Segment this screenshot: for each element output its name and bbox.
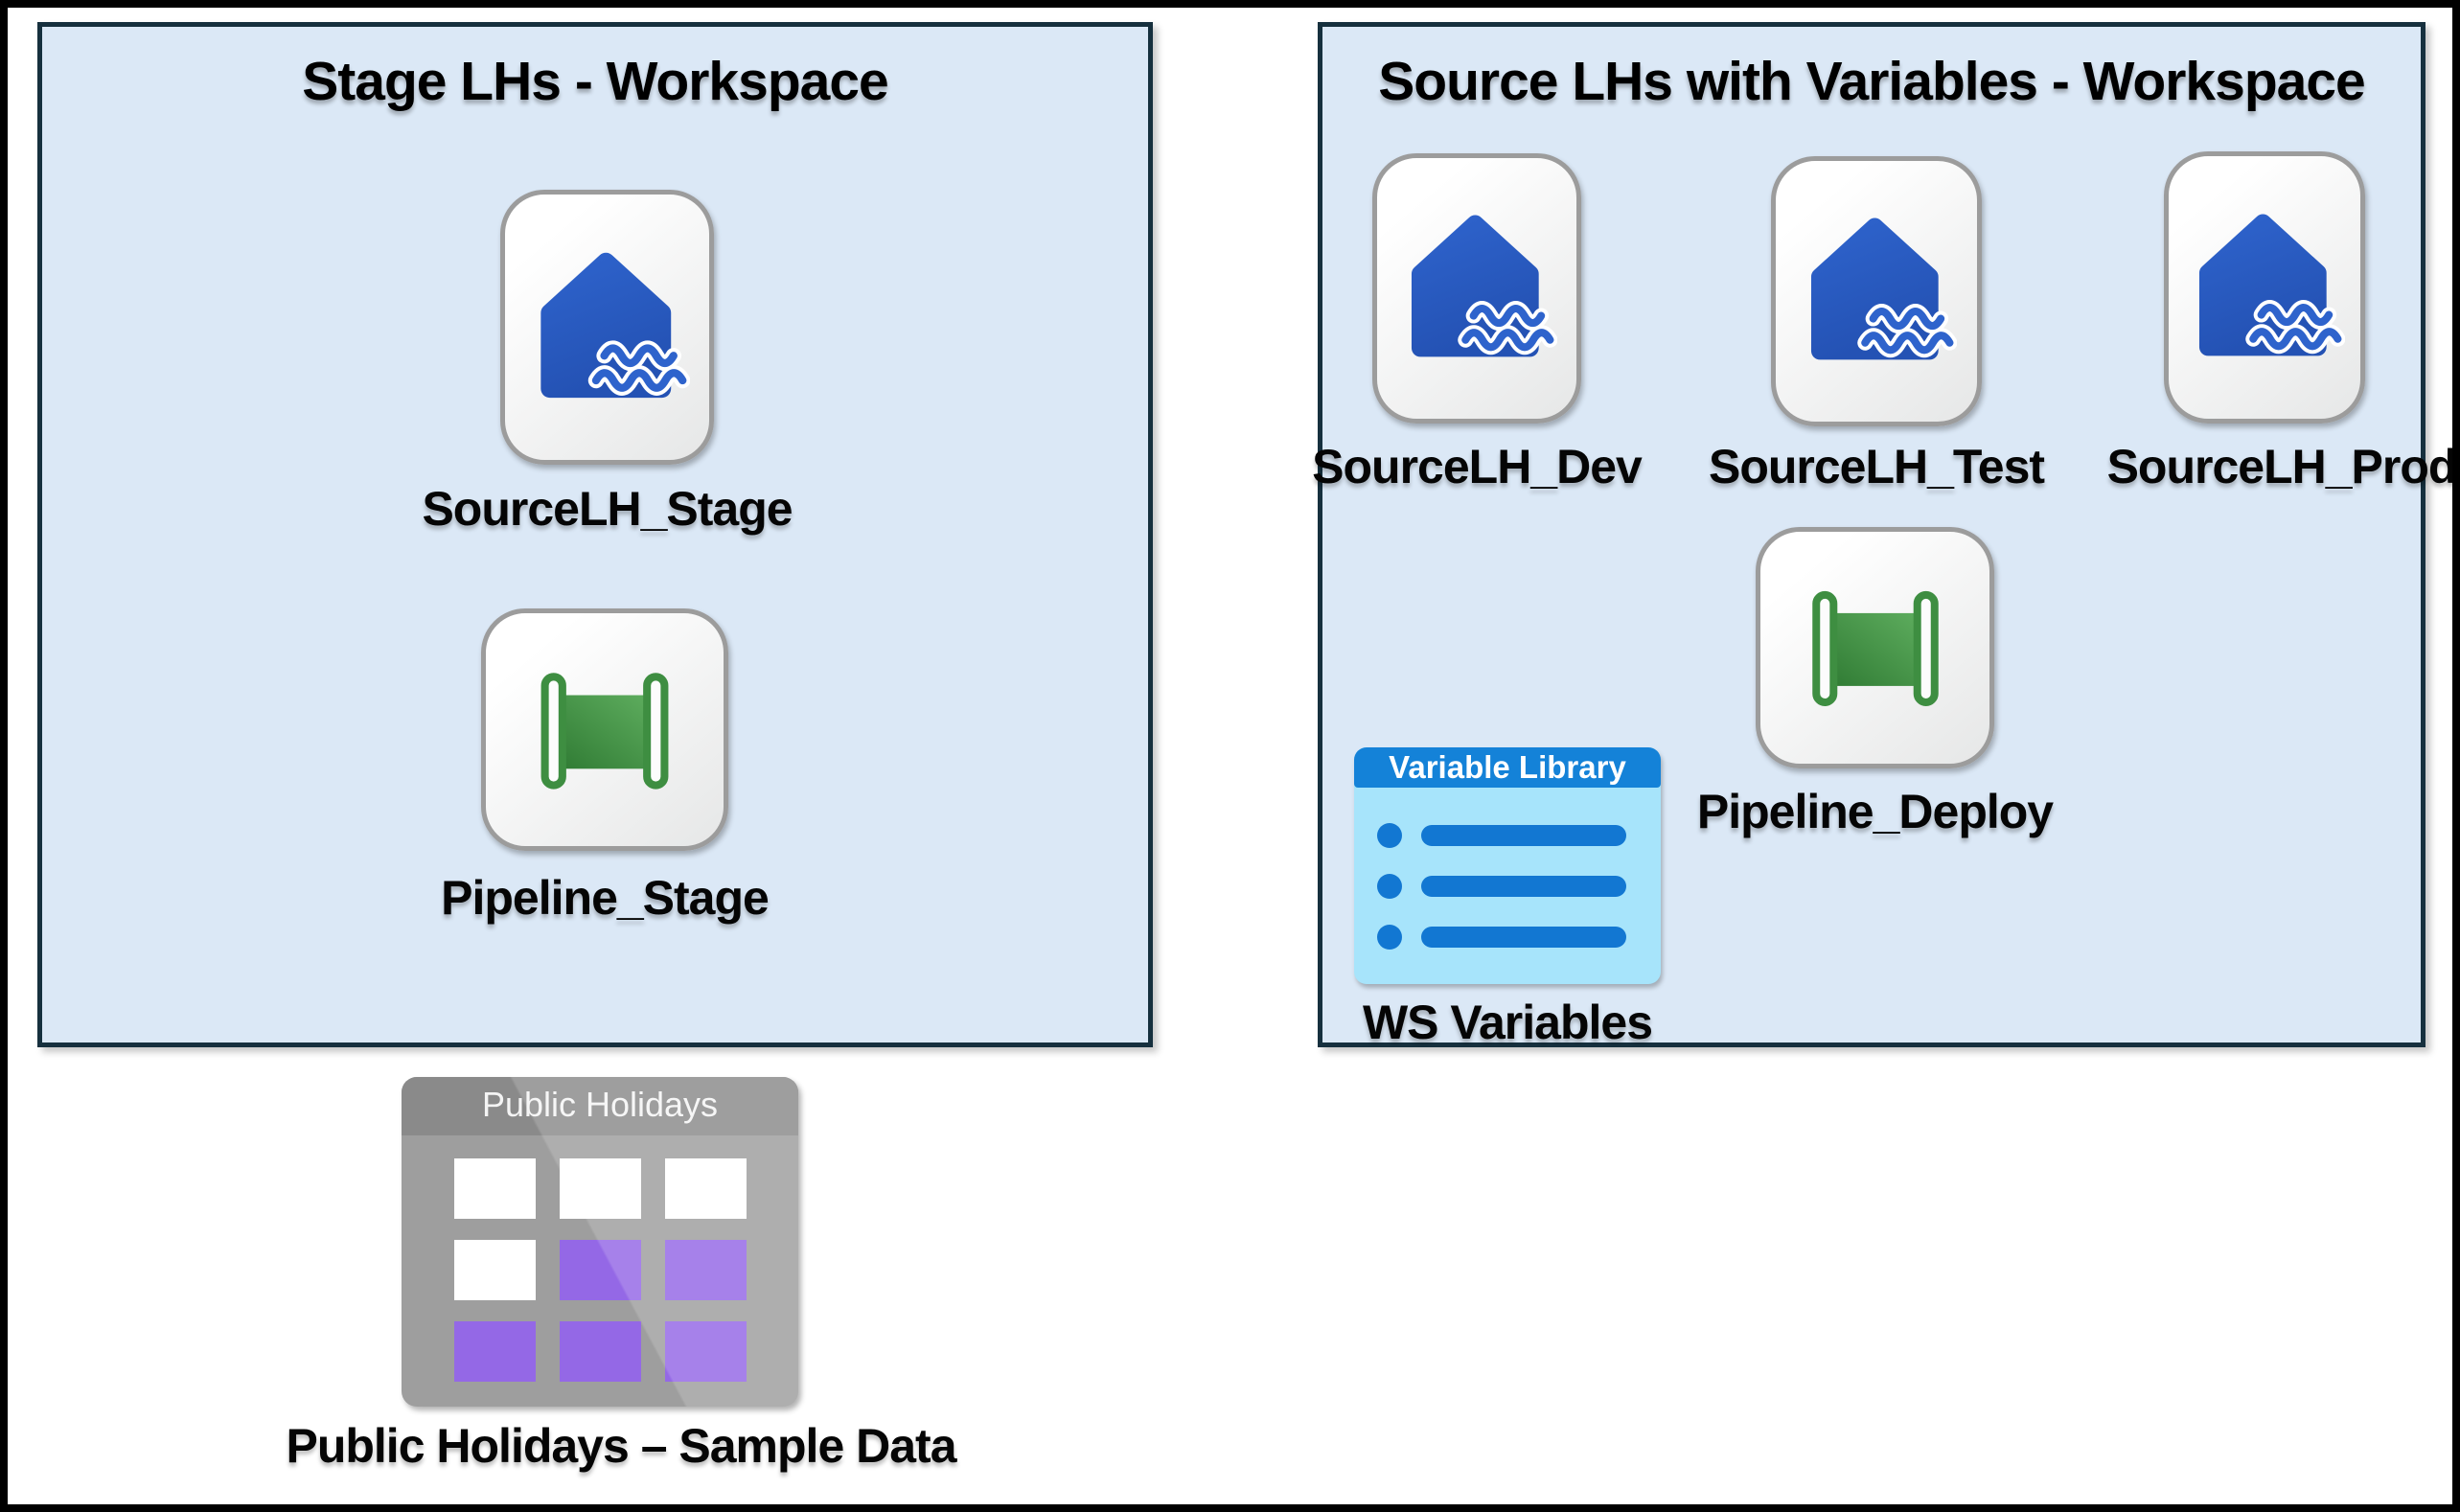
table-cell bbox=[665, 1321, 747, 1382]
variable-row bbox=[1377, 874, 1626, 899]
variable-row bbox=[1377, 925, 1626, 950]
workspace-stage-title: Stage LHs - Workspace bbox=[302, 51, 888, 112]
item-label: SourceLH_Prod bbox=[2106, 440, 2457, 493]
item-sourcelh-test: SourceLH_Test bbox=[1709, 156, 2045, 493]
item-label: SourceLH_Dev bbox=[1312, 440, 1643, 493]
pipeline-card bbox=[481, 608, 728, 851]
workspace-source-variables: Source LHs with Variables - Workspace So… bbox=[1312, 22, 2452, 1049]
item-label: Pipeline_Deploy bbox=[1696, 785, 2054, 838]
table-cell bbox=[454, 1240, 536, 1300]
item-pipeline-deploy: Pipeline_Deploy bbox=[1697, 527, 2054, 838]
item-sourcelh-dev: SourceLH_Dev bbox=[1312, 153, 1643, 493]
table-cell bbox=[454, 1321, 536, 1382]
table-cell bbox=[560, 1158, 641, 1219]
item-label: SourceLH_Test bbox=[1708, 440, 2045, 493]
pipeline-icon bbox=[513, 638, 697, 822]
workspace-stage: Stage LHs - Workspace SourceLH_Stage Pip… bbox=[37, 22, 1153, 1047]
table-title: Public Holidays bbox=[402, 1077, 798, 1135]
workspace-source-title: Source LHs with Variables - Workspace bbox=[1378, 51, 2366, 112]
lakehouse-card bbox=[2164, 151, 2365, 424]
item-sourcelh-stage: SourceLH_Stage bbox=[422, 190, 793, 536]
bullet-icon bbox=[1377, 874, 1402, 899]
variable-library-title: Variable Library bbox=[1354, 747, 1661, 788]
table-cell bbox=[560, 1240, 641, 1300]
bullet-icon bbox=[1377, 925, 1402, 950]
item-label: Pipeline_Stage bbox=[441, 871, 770, 925]
sample-data-table-card: Public Holidays bbox=[402, 1077, 798, 1407]
variable-bar bbox=[1421, 825, 1626, 846]
item-public-holidays-sample: Public Holidays Public Holidays – Sample… bbox=[286, 1077, 957, 1473]
table-cell bbox=[560, 1321, 641, 1382]
lakehouse-card bbox=[1771, 156, 1982, 426]
lakehouse-card bbox=[1372, 153, 1581, 424]
lakehouse-card bbox=[500, 190, 714, 465]
item-label: SourceLH_Stage bbox=[422, 482, 793, 536]
variable-library-card: Variable Library bbox=[1354, 747, 1661, 984]
pipeline-icon bbox=[1784, 557, 1966, 739]
item-pipeline-stage: Pipeline_Stage bbox=[441, 608, 770, 925]
variable-library-rows bbox=[1354, 788, 1661, 950]
table-cell bbox=[665, 1158, 747, 1219]
table-cell bbox=[665, 1240, 747, 1300]
variable-bar bbox=[1421, 927, 1626, 948]
item-sourcelh-prod: SourceLH_Prod bbox=[2107, 151, 2452, 493]
item-label: WS Variables bbox=[1362, 996, 1653, 1049]
lakehouse-icon bbox=[2184, 207, 2345, 368]
lakehouse-icon bbox=[525, 245, 690, 410]
variable-bar bbox=[1421, 876, 1626, 897]
bullet-icon bbox=[1377, 823, 1402, 848]
item-label: Public Holidays – Sample Data bbox=[286, 1419, 956, 1473]
variable-row bbox=[1377, 823, 1626, 848]
lakehouse-icon bbox=[1396, 208, 1557, 369]
pipeline-card bbox=[1756, 527, 1994, 768]
table-cell bbox=[454, 1158, 536, 1219]
lakehouse-icon bbox=[1796, 211, 1957, 372]
table-grid bbox=[402, 1135, 798, 1382]
item-ws-variables: Variable Library WS Varia bbox=[1354, 747, 1661, 1049]
